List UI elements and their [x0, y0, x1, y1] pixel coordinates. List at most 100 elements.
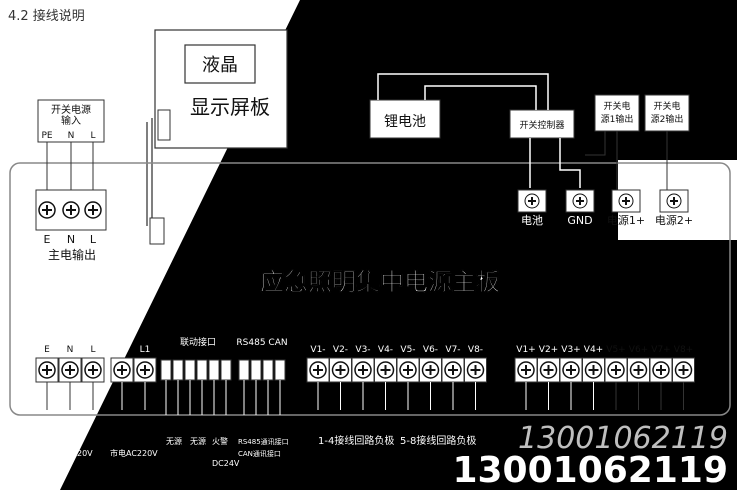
- main-output-caption: 主电输出: [48, 247, 96, 262]
- loop-neg-1-label: V1-: [310, 345, 325, 355]
- lithium-battery-box: [369, 99, 441, 139]
- section-heading: 4.2 接线说明: [8, 8, 85, 24]
- lcd-board-label: 显示屏板: [190, 95, 270, 119]
- loop-pos-1-cross-icon: [521, 365, 531, 375]
- mains-e-label: E: [44, 345, 50, 355]
- psu2-line1: 开关电: [653, 100, 680, 112]
- linkage-pin-5: [208, 359, 220, 381]
- loop-pos-5-label: V5+: [606, 345, 625, 355]
- out-n1-cross-icon: [117, 365, 127, 375]
- mains-l-cross-icon: [88, 365, 98, 375]
- watermark-phone-bold: 13001062119: [452, 450, 728, 490]
- caption-loops-1-4: 1-4接线回路负极: [318, 434, 394, 447]
- caption-comm1: RS485通讯接口: [238, 437, 289, 446]
- loop-neg-3-label: V3-: [355, 345, 370, 355]
- term-gnd-label: GND: [567, 214, 592, 227]
- mains-l-label: L: [90, 345, 95, 355]
- out-l1-label: L1: [140, 345, 151, 355]
- psu1-line2: 源1输出: [601, 113, 634, 125]
- comm-pin-3: [262, 359, 274, 381]
- loop-neg-8-label: V8-: [468, 345, 483, 355]
- loop-neg-5-label: V5-: [400, 345, 415, 355]
- term-battery-label: 电池: [521, 214, 543, 227]
- switch-input-line1: 开关电源: [51, 103, 91, 116]
- mains-n-cross-icon: [65, 365, 75, 375]
- loop-pos-2-label: V2+: [539, 345, 558, 355]
- caption-mains-in2: 消防AC220V: [45, 448, 93, 458]
- board-ribbon-connector: [149, 217, 165, 245]
- loop-neg-8-cross-icon: [470, 365, 481, 375]
- comm-pin-4: [274, 359, 286, 381]
- top-terminals: [517, 189, 689, 213]
- loop-pos-4-label: V4+: [584, 345, 603, 355]
- out-l1-cross-icon: [140, 365, 150, 375]
- lcd-screen: [184, 44, 256, 84]
- loop-neg-7-cross-icon: [448, 365, 458, 375]
- loop-pos-7-cross-icon: [656, 365, 666, 375]
- switch-power-input-box: [37, 99, 105, 143]
- linkage-pin-1: [160, 359, 172, 381]
- main-out-l: L: [90, 233, 97, 246]
- loop-neg-6-label: V6-: [423, 345, 438, 355]
- psu2-line2: 源2输出: [651, 113, 684, 125]
- term-psu2-label: 电源2+: [655, 213, 693, 227]
- linkage-pin-3: [184, 359, 196, 381]
- ribbon-cable: [146, 118, 153, 230]
- loop-neg-4-cross-icon: [380, 365, 391, 375]
- loop-neg-4-label: V4-: [378, 345, 393, 355]
- loop-pos-3-label: V3+: [561, 345, 580, 355]
- loop-pos-8-cross-icon: [678, 365, 689, 375]
- loop-pos-7-label: V7+: [651, 345, 670, 355]
- main-out-n: N: [67, 233, 75, 246]
- lcd-connector: [157, 109, 171, 141]
- loop-pos-2-cross-icon: [543, 365, 554, 375]
- loop-neg-6-cross-icon: [425, 365, 436, 375]
- mains-n-label: N: [67, 345, 74, 355]
- caption-comm2: CAN通讯接口: [238, 449, 281, 458]
- main-board-title: 应急照明集中电源主板: [260, 268, 501, 296]
- comm-pin-2: [250, 359, 262, 381]
- watermark-phone-italic: 13001062119: [518, 421, 728, 456]
- bottom-terminal-row: E N L N1 L1 联动接口 RS485 CAN V1- V2- V3- V4- V5- V6- V7…: [35, 336, 695, 415]
- switch-controller-label: 开关控制器: [519, 119, 564, 131]
- caption-dc24: DC24V: [212, 459, 240, 468]
- loop-neg-3-cross-icon: [358, 365, 368, 375]
- loop-pos-8-label: V8+: [674, 345, 693, 355]
- loop-pos-6-label: V6+: [629, 345, 648, 355]
- rs485-can-label: RS485 CAN: [236, 338, 287, 348]
- switch-pin-n: N: [68, 131, 75, 141]
- loop-pos-6-cross-icon: [633, 365, 644, 375]
- caption-loops-5-8: 5-8接线回路负极: [400, 434, 476, 447]
- linkage-pin-6: [220, 359, 232, 381]
- loop-neg-2-label: V2-: [333, 345, 348, 355]
- linkage-pin-2: [172, 359, 184, 381]
- switch-pin-pe: PE: [41, 131, 52, 141]
- loop-neg-1-cross-icon: [313, 365, 323, 375]
- psu1-line1: 开关电: [603, 100, 630, 112]
- mains-e-cross-icon: [42, 365, 52, 375]
- lcd-inner-label: 液晶: [202, 55, 238, 76]
- main-out-e: E: [44, 233, 51, 246]
- loop-neg-2-cross-icon: [335, 365, 346, 375]
- main-board-outline: [9, 162, 731, 416]
- caption-no-source-1: 无源: [166, 437, 182, 446]
- psu2-box: [644, 94, 690, 132]
- loop-pos-3-cross-icon: [566, 365, 576, 375]
- loop-pos-4-cross-icon: [588, 365, 599, 375]
- out-n1-label: N1: [116, 345, 128, 355]
- caption-no-source-2: 无源: [190, 437, 206, 446]
- caption-fire-signal: 火警: [212, 436, 228, 446]
- linkage-label: 联动接口: [180, 336, 216, 348]
- switch-pin-l: L: [90, 131, 95, 141]
- term-psu1-label: 电源1+: [607, 213, 645, 227]
- loop-neg-7-label: V7-: [445, 345, 460, 355]
- switch-input-line2: 输入: [61, 114, 81, 127]
- caption-mains-in: PE N L: [40, 437, 69, 447]
- loop-pos-5-cross-icon: [611, 365, 621, 375]
- main-output-terminal-block: [35, 189, 107, 231]
- lithium-battery-label: 锂电池: [384, 114, 426, 130]
- switch-controller-box: [509, 109, 575, 139]
- loop-pos-1-label: V1+: [516, 345, 535, 355]
- comm-pin-1: [238, 359, 250, 381]
